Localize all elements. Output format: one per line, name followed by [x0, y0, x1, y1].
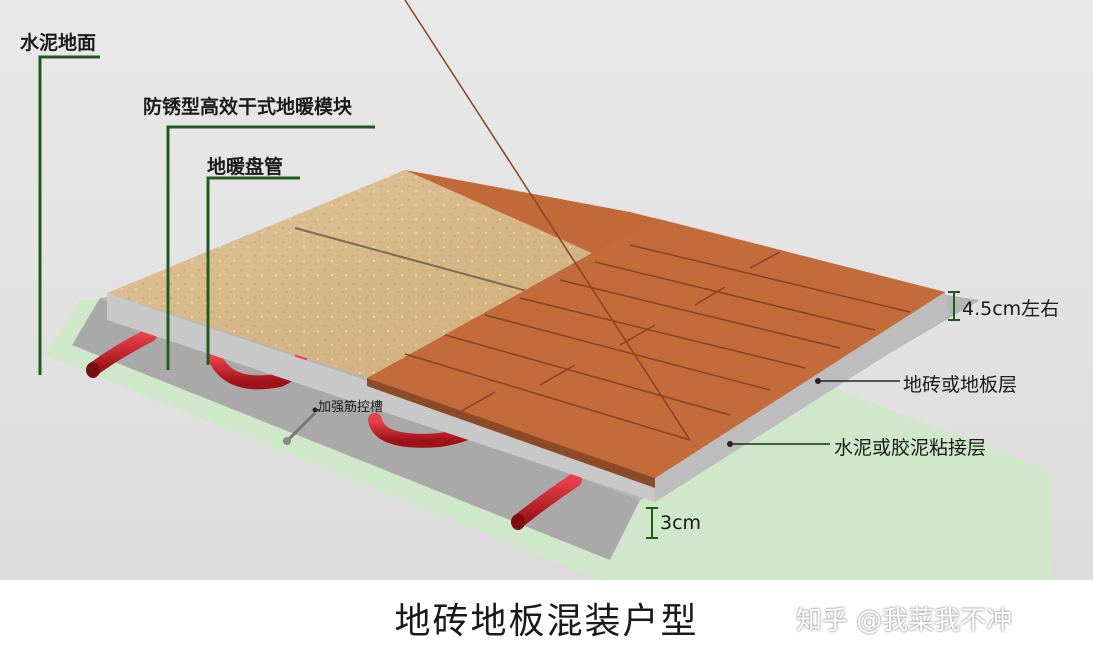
- label-heating-pipe: 地暖盘管: [207, 156, 284, 178]
- tile-surface-texture: [107, 170, 630, 378]
- dimension-brackets: [646, 291, 960, 539]
- rebar-rod: [286, 411, 317, 442]
- label-adhesive-layer: 水泥或胶泥粘接层: [834, 437, 987, 459]
- pipe-end: [511, 514, 525, 530]
- pointer-dot: [815, 378, 821, 384]
- pointer-dot: [727, 441, 733, 447]
- tile-joint: [294, 227, 561, 301]
- label-tile-layer: 地砖或地板层: [903, 374, 1018, 396]
- wood-floor-surface-main: [367, 218, 945, 478]
- diagram-canvas: 水泥地面 防锈型高效干式地暖模块 地暖盘管 加强筋控槽 4.5cm左右 地砖或地…: [0, 0, 1093, 580]
- adhesive-layer-edge-right: [655, 292, 950, 502]
- watermark: 知乎 @我菜我不冲: [796, 606, 1013, 636]
- wood-floor-front-edge: [367, 378, 655, 488]
- floor-cross-section-drawing: [38, 0, 1050, 580]
- wood-plank-lines: [404, 0, 911, 441]
- pipe-end: [86, 362, 100, 378]
- caption-title: 地砖地板混装户型: [394, 601, 699, 642]
- label-rebar-groove: 加强筋控槽: [318, 400, 384, 415]
- leader-lines: [38, 55, 375, 375]
- label-thickness-bottom: 3cm: [660, 512, 702, 534]
- label-thickness-top: 4.5cm左右: [962, 298, 1060, 320]
- rebar-rod-end: [283, 437, 291, 445]
- label-cement-floor: 水泥地面: [20, 32, 97, 54]
- adhesive-layer-edge: [107, 293, 655, 502]
- label-heating-module: 防锈型高效干式地暖模块: [143, 96, 353, 118]
- pointer-dot: [312, 407, 318, 413]
